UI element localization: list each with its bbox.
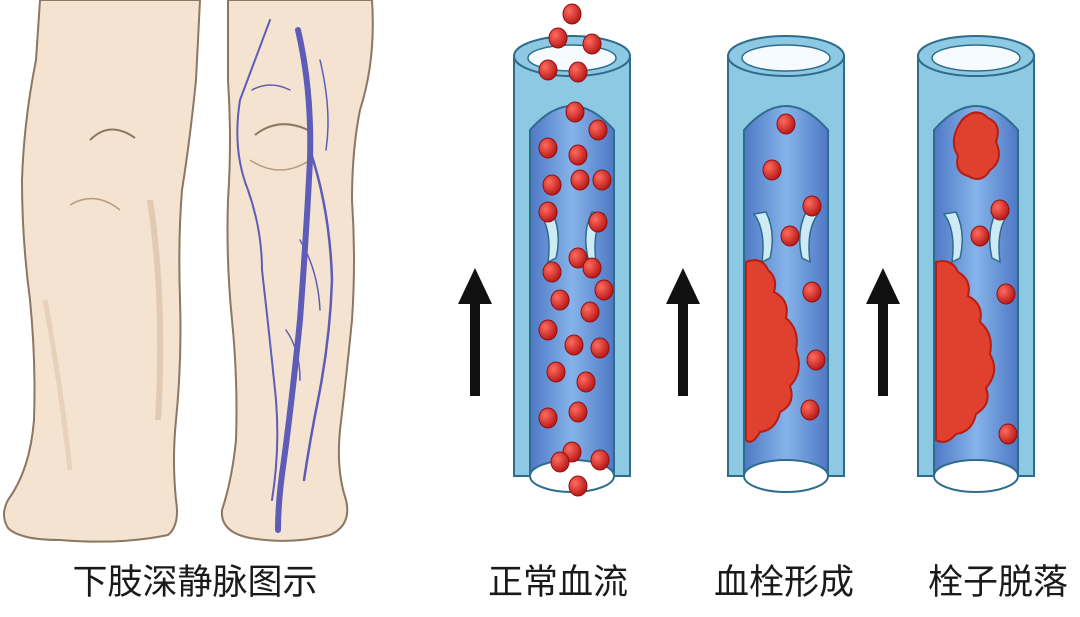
red-blood-cell-icon — [580, 301, 600, 323]
red-blood-cell-icon — [538, 201, 558, 223]
red-blood-cell-icon — [565, 101, 585, 123]
red-blood-cell-icon — [776, 113, 796, 135]
red-blood-cell-icon — [970, 225, 990, 247]
caption-deep-vein-legs: 下肢深静脉图示 — [72, 563, 318, 603]
red-blood-cell-icon — [592, 169, 612, 191]
red-blood-cell-icon — [550, 289, 570, 311]
red-blood-cells — [762, 113, 826, 421]
right-leg — [220, 0, 374, 542]
thrombus-clot — [745, 259, 800, 443]
red-blood-cell-icon — [590, 449, 610, 471]
red-blood-cell-icon — [990, 199, 1010, 221]
red-blood-cells — [538, 3, 614, 497]
red-blood-cell-icon — [568, 61, 588, 83]
red-blood-cell-icon — [568, 247, 588, 269]
detached-embolus — [952, 111, 1000, 180]
caption-embolus-detachment: 栓子脱落 — [927, 563, 1068, 603]
flow-arrow-icon — [866, 268, 900, 396]
red-blood-cell-icon — [806, 349, 826, 371]
red-blood-cell-icon — [998, 423, 1018, 445]
red-blood-cell-icon — [802, 281, 822, 303]
red-blood-cell-icon — [588, 119, 608, 141]
red-blood-cell-icon — [538, 59, 558, 81]
venous-valve-icon — [942, 211, 1010, 264]
red-blood-cell-icon — [582, 33, 602, 55]
flow-arrow-icon — [666, 268, 700, 396]
red-blood-cell-icon — [570, 169, 590, 191]
deep-vein-network — [236, 19, 334, 533]
caption-normal-flow: 正常血流 — [487, 563, 628, 603]
caption-thrombus-formation: 血栓形成 — [713, 563, 854, 603]
red-blood-cell-icon — [548, 27, 568, 49]
red-blood-cell-icon — [800, 399, 820, 421]
red-blood-cell-icon — [538, 319, 558, 341]
red-blood-cell-icon — [762, 159, 782, 181]
red-blood-cell-icon — [542, 174, 562, 196]
red-blood-cell-icon — [550, 451, 570, 473]
red-blood-cell-icon — [562, 3, 582, 25]
left-leg — [3, 0, 202, 543]
red-blood-cell-icon — [546, 361, 566, 383]
red-blood-cell-icon — [802, 195, 822, 217]
red-blood-cell-icon — [588, 211, 608, 233]
red-blood-cell-icon — [568, 475, 588, 497]
red-blood-cell-icon — [564, 334, 584, 356]
vessel-thrombus — [727, 35, 845, 493]
vessel-normal-flow — [513, 3, 631, 497]
flow-arrow-icon — [458, 268, 492, 396]
vessel-embolus — [917, 35, 1035, 493]
thrombus-clot — [935, 260, 996, 443]
red-blood-cell-icon — [594, 279, 614, 301]
venous-valve-icon — [752, 211, 820, 264]
red-blood-cell-icon — [996, 283, 1016, 305]
red-blood-cell-icon — [542, 261, 562, 283]
red-blood-cell-icon — [568, 144, 588, 166]
red-blood-cell-icon — [538, 407, 558, 429]
red-blood-cell-icon — [582, 257, 602, 279]
red-blood-cell-icon — [538, 137, 558, 159]
red-blood-cells — [970, 199, 1018, 445]
red-blood-cell-icon — [590, 337, 610, 359]
red-blood-cell-icon — [568, 401, 588, 423]
red-blood-cell-icon — [576, 371, 596, 393]
red-blood-cell-icon — [780, 225, 800, 247]
